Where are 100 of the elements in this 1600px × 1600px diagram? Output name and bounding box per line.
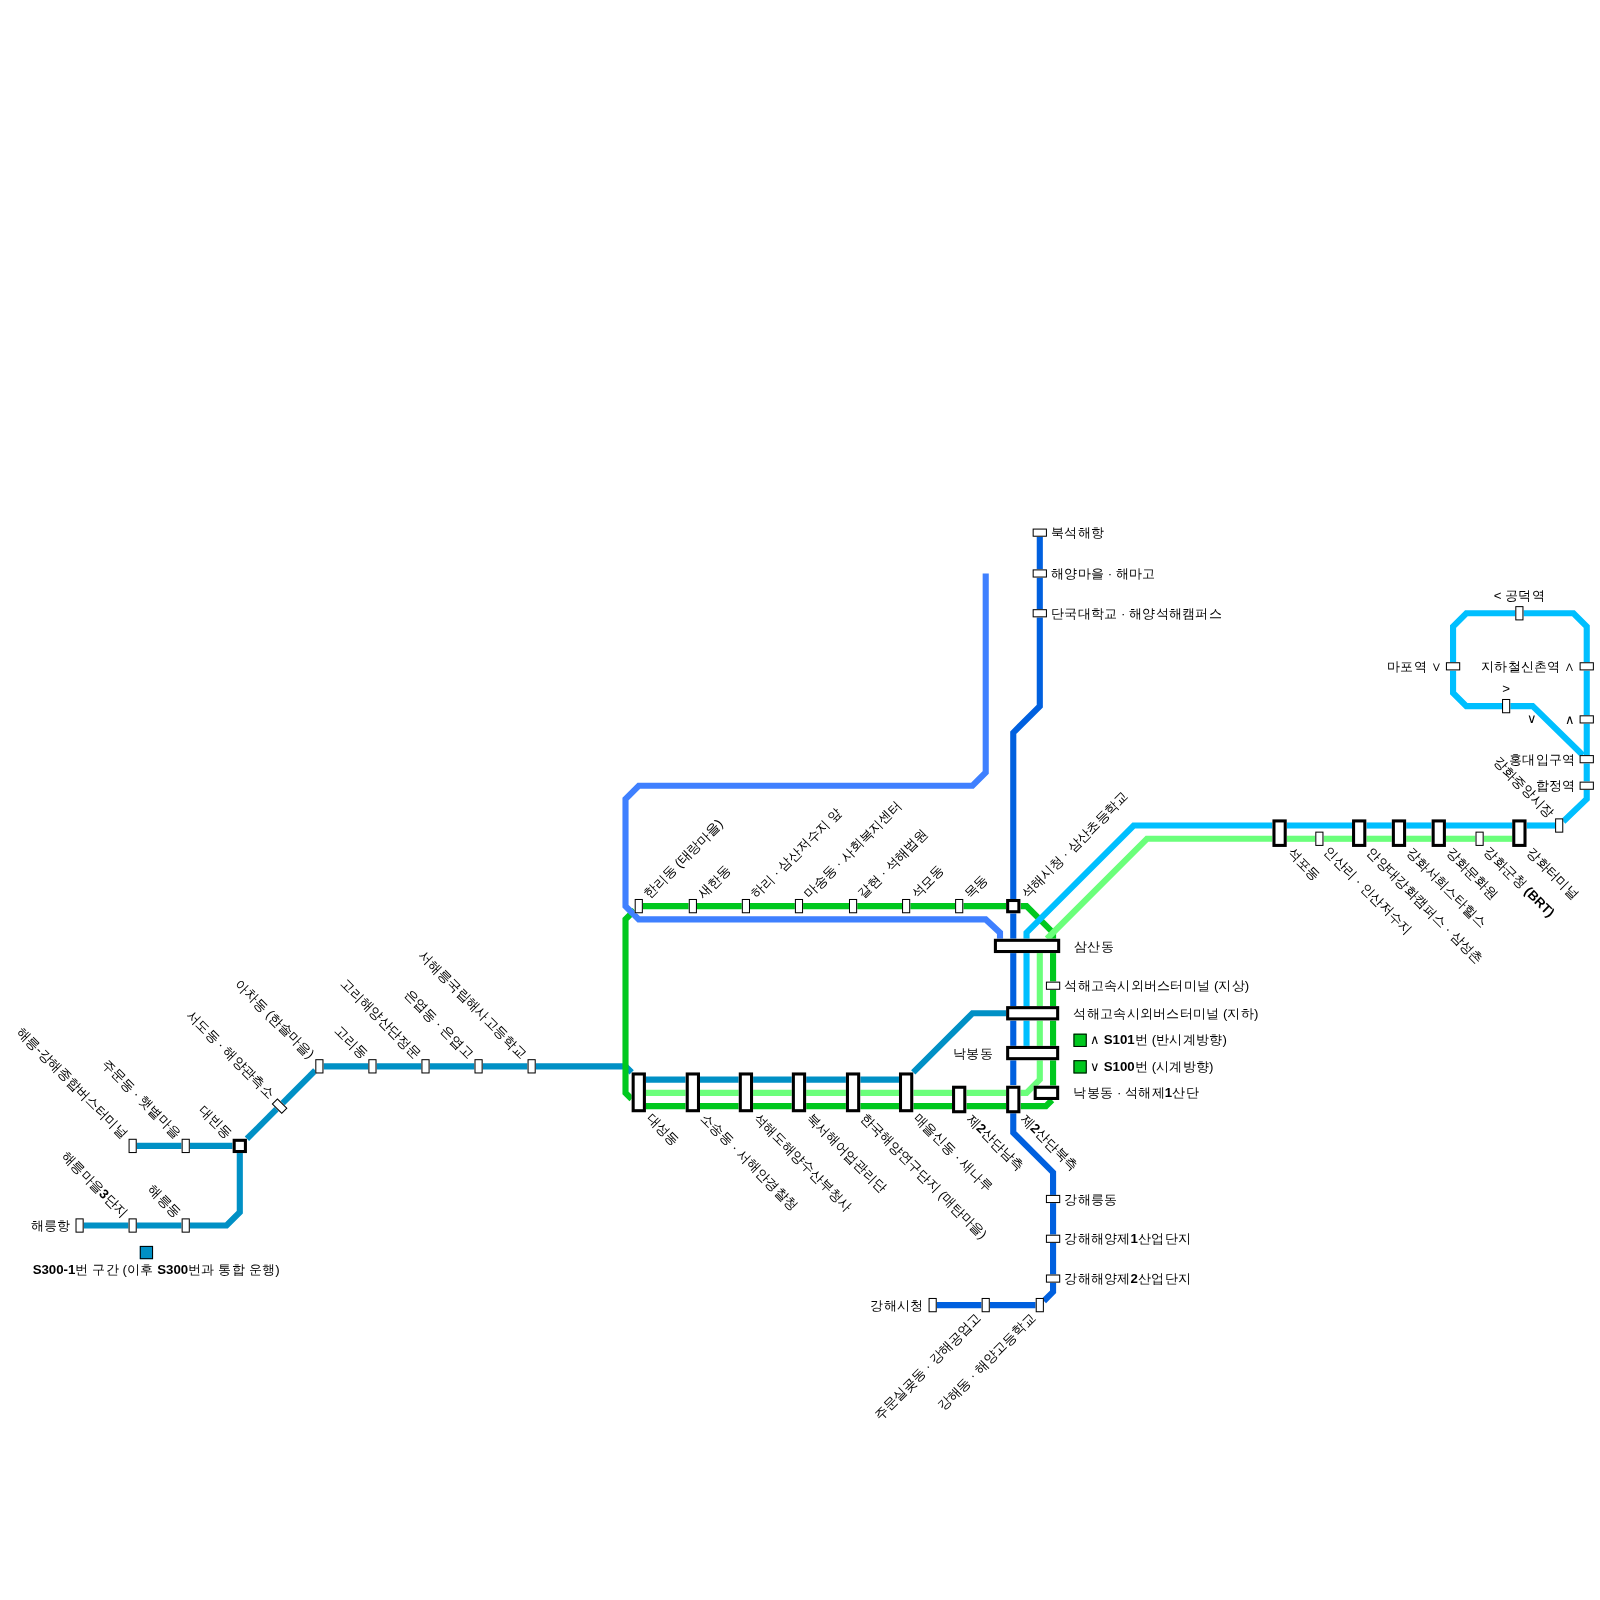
route-line bbox=[963, 903, 1007, 910]
route-line bbox=[803, 903, 849, 910]
route-line bbox=[750, 903, 795, 910]
route-line bbox=[429, 1063, 475, 1070]
route-line bbox=[482, 1063, 528, 1070]
route-line bbox=[1450, 610, 1516, 663]
route-line bbox=[1583, 763, 1590, 782]
station-name: 강해해양제2산업단지 bbox=[1064, 1270, 1192, 1287]
route-line bbox=[1010, 1020, 1017, 1046]
route-line bbox=[1020, 1060, 1043, 1096]
route-line bbox=[1050, 1060, 1057, 1086]
route-line bbox=[244, 1107, 279, 1141]
route-line bbox=[1020, 1097, 1055, 1110]
route-line bbox=[913, 1103, 953, 1110]
route-line bbox=[700, 1089, 739, 1096]
route-line bbox=[376, 1063, 422, 1070]
route-line bbox=[910, 903, 956, 910]
route-line bbox=[1036, 577, 1043, 610]
route-line bbox=[806, 1089, 846, 1096]
route-line bbox=[1050, 1020, 1057, 1046]
route-line bbox=[189, 1142, 233, 1149]
route-line bbox=[1050, 989, 1057, 1007]
station-name: 마포역 ∨ bbox=[1387, 658, 1442, 674]
route-line bbox=[1450, 670, 1503, 710]
route-line bbox=[1036, 1020, 1043, 1046]
route-line bbox=[1010, 1060, 1017, 1086]
station-name: 삼산동 bbox=[1074, 938, 1114, 954]
route-line bbox=[753, 1076, 792, 1083]
route-line bbox=[1583, 723, 1590, 756]
station-name: 강해해양제1산업단지 bbox=[1064, 1231, 1192, 1247]
route-line bbox=[989, 1302, 1036, 1309]
legend-text: S300-1번 구간 (이후 S300번과 통합 운행) bbox=[32, 1261, 280, 1278]
station-name: < 공덕역 bbox=[1493, 587, 1545, 604]
route-line bbox=[860, 1103, 899, 1110]
station-name: 단국대학교 · 해양석해캠퍼스 bbox=[1051, 605, 1222, 621]
route-line bbox=[1041, 1282, 1057, 1304]
route-line bbox=[1406, 835, 1432, 842]
direction-mark: ∨ bbox=[1526, 710, 1537, 726]
route-line bbox=[645, 1103, 686, 1110]
route-line bbox=[753, 1089, 792, 1096]
route-line bbox=[535, 1063, 634, 1075]
route-line bbox=[136, 1222, 182, 1229]
route-line bbox=[1483, 835, 1513, 842]
legend-text: ∨ S100번 (시계방향) bbox=[1089, 1058, 1214, 1074]
route-line bbox=[1020, 903, 1057, 939]
station-name: 해양마을 · 해마고 bbox=[1051, 565, 1156, 582]
route-line bbox=[1561, 789, 1590, 824]
route-line bbox=[1445, 822, 1513, 829]
route-line bbox=[1010, 617, 1043, 899]
route-line bbox=[323, 1063, 369, 1070]
route-line bbox=[1010, 953, 1017, 1007]
station-name: 석해고속시외버스터미널 (지상) bbox=[1064, 978, 1250, 994]
station-name: > bbox=[1502, 680, 1510, 696]
route-line bbox=[1323, 835, 1353, 842]
station-name: 낙봉동 bbox=[953, 1045, 993, 1061]
route-line bbox=[1023, 822, 1273, 939]
route-line bbox=[966, 1103, 1007, 1110]
route-line bbox=[700, 1103, 739, 1110]
route-line bbox=[645, 1089, 686, 1096]
station-name: 해릉항 bbox=[30, 1217, 71, 1234]
route-line bbox=[1036, 953, 1043, 1007]
station-name: 지하철신촌역 ∧ bbox=[1481, 658, 1576, 674]
route-line bbox=[1050, 953, 1057, 982]
route-line bbox=[860, 1089, 899, 1096]
route-line bbox=[642, 903, 689, 910]
station-name: ∧ bbox=[1565, 711, 1576, 728]
station-name: 낙봉동 · 석해제1산단 bbox=[1073, 1085, 1199, 1101]
route-line bbox=[1036, 536, 1043, 570]
station-name: 석해고속시외버스터미널 (지하) bbox=[1073, 1005, 1259, 1021]
route-line bbox=[911, 1010, 1007, 1075]
route-line bbox=[1010, 1112, 1057, 1195]
route-line bbox=[1523, 610, 1590, 663]
route-line bbox=[189, 1153, 243, 1229]
route-line bbox=[806, 1076, 846, 1083]
station-name: 목동 bbox=[960, 871, 991, 902]
route-line bbox=[753, 1103, 792, 1110]
route-line bbox=[1510, 703, 1585, 758]
route-line bbox=[136, 1142, 182, 1149]
route-line bbox=[280, 1068, 318, 1106]
route-line bbox=[1366, 822, 1392, 829]
route-line bbox=[857, 903, 903, 910]
route-line bbox=[645, 1076, 686, 1083]
route-line bbox=[1023, 953, 1030, 1007]
station-name: 북석해항 bbox=[1051, 525, 1105, 541]
route-line bbox=[1010, 913, 1017, 939]
station-name: 강해릉동 bbox=[1064, 1191, 1118, 1207]
route-line bbox=[806, 1103, 846, 1110]
station-name: 강해시청 bbox=[870, 1297, 924, 1313]
route-line bbox=[966, 1089, 1007, 1096]
route-line bbox=[700, 1076, 739, 1083]
route-line bbox=[1050, 1203, 1057, 1235]
route-line bbox=[1366, 835, 1392, 842]
route-line bbox=[1044, 835, 1273, 941]
route-line bbox=[913, 1089, 953, 1096]
route-line bbox=[1286, 835, 1316, 842]
route-line bbox=[1406, 822, 1432, 829]
route-line bbox=[936, 1302, 982, 1309]
route-line bbox=[1050, 1242, 1057, 1275]
route-line bbox=[83, 1222, 129, 1229]
route-line bbox=[1023, 1020, 1030, 1046]
